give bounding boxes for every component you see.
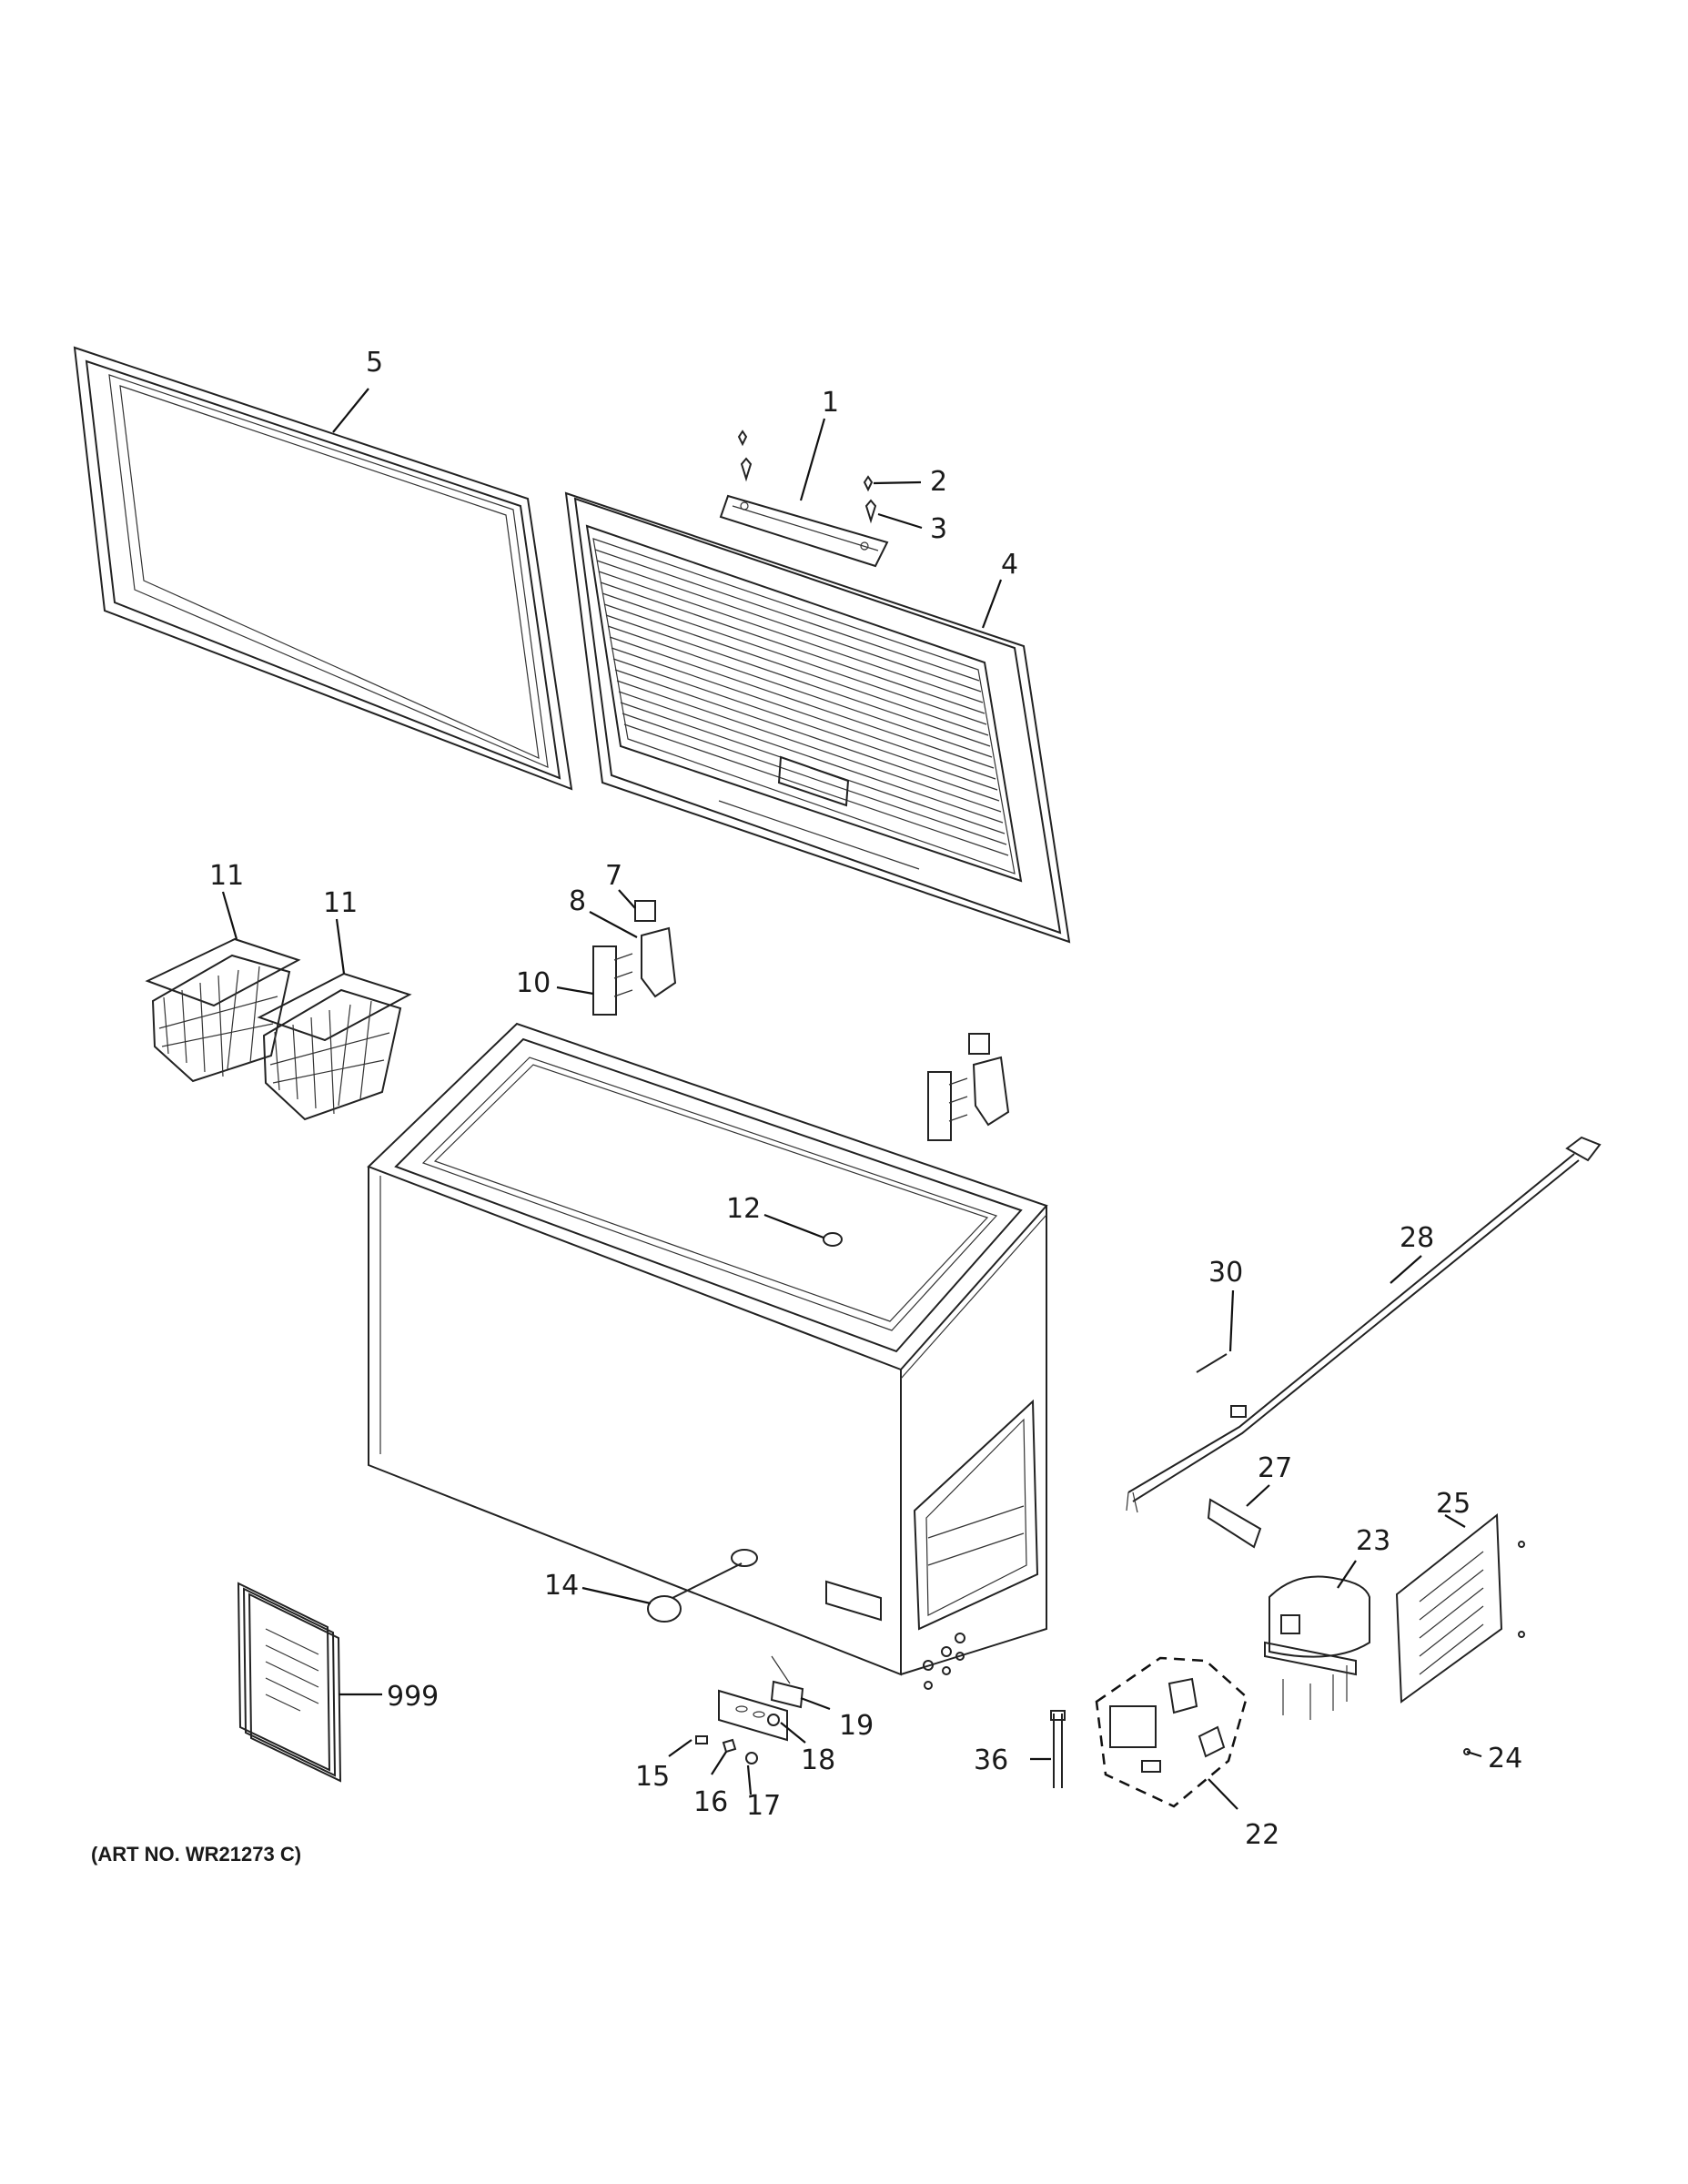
callout-10: 10 — [516, 967, 551, 999]
callout-16: 16 — [693, 1786, 728, 1818]
callout-17: 17 — [746, 1790, 781, 1822]
handle-screws — [737, 430, 877, 524]
callout-labels: 1 2 3 4 5 7 8 10 11 11 12 14 15 16 17 18… — [209, 347, 1522, 1851]
callout-23: 23 — [1356, 1525, 1390, 1557]
leader-lines — [221, 388, 1482, 1810]
callout-14: 14 — [544, 1570, 579, 1602]
callout-15: 15 — [635, 1761, 670, 1793]
basket-part-right — [257, 972, 412, 1121]
leveling-legs — [923, 1633, 965, 1690]
art-number-caption: (ART NO. WR21273 C) — [91, 1843, 301, 1866]
power-cord-part — [1126, 1136, 1602, 1513]
basket-part-left — [145, 937, 301, 1083]
drain-plug-part — [647, 1562, 743, 1623]
callout-22: 22 — [1245, 1819, 1279, 1851]
callout-25: 25 — [1436, 1488, 1471, 1520]
callout-30: 30 — [1208, 1257, 1243, 1289]
callout-4: 4 — [1001, 549, 1018, 581]
capillary-tube-part — [1050, 1710, 1066, 1788]
light-part — [823, 1232, 843, 1247]
callout-24: 24 — [1488, 1743, 1522, 1774]
callout-28: 28 — [1400, 1222, 1434, 1254]
callout-12: 12 — [726, 1193, 761, 1225]
callout-2: 2 — [930, 466, 947, 498]
callout-999: 999 — [387, 1681, 439, 1713]
callout-11-left: 11 — [209, 860, 244, 892]
rear-grille-part — [1395, 1512, 1503, 1704]
callout-1: 1 — [822, 387, 839, 419]
control-components — [695, 1655, 804, 1764]
thermostat-sensor-part — [1207, 1498, 1262, 1549]
lid-assembly-part — [564, 491, 1071, 944]
lid-gasket-part — [73, 346, 573, 791]
grille-screws — [1463, 1541, 1525, 1755]
lid-handle-part — [719, 494, 889, 568]
electrical-kit-part — [1095, 1656, 1248, 1808]
lid-ribs — [594, 549, 1009, 856]
manual-part — [237, 1582, 342, 1783]
callout-5: 5 — [366, 347, 383, 379]
callout-11-right: 11 — [323, 887, 358, 919]
callout-27: 27 — [1258, 1452, 1292, 1484]
callout-7: 7 — [605, 860, 622, 892]
compressor-part — [1264, 1575, 1370, 1720]
callout-36: 36 — [974, 1744, 1008, 1776]
callout-8: 8 — [569, 885, 586, 917]
freezer-cabinet — [367, 1022, 1048, 1676]
callout-3: 3 — [930, 513, 947, 545]
callout-18: 18 — [801, 1744, 835, 1776]
callout-19: 19 — [839, 1710, 874, 1742]
hinge-set-right — [927, 1033, 1010, 1141]
hinge-set-left — [592, 900, 677, 1016]
